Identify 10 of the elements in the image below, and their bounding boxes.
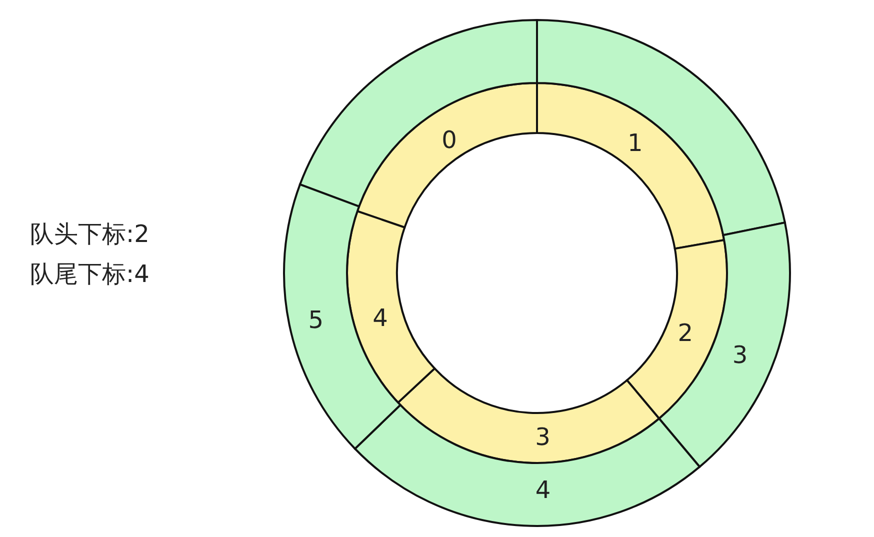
slot-index: 2: [678, 320, 693, 345]
queue-pointer-label: 队尾下标:4: [30, 260, 150, 289]
slot-index: 3: [535, 424, 550, 449]
slot-index: 5: [308, 308, 324, 332]
slot-index: 4: [535, 478, 551, 502]
slot-index: 3: [732, 343, 748, 368]
slot-index: 4: [372, 306, 388, 330]
slot-index: 1: [627, 130, 643, 155]
slot-index: 0: [442, 128, 457, 152]
queue-pointer-label: 队头下标:2: [30, 220, 150, 249]
